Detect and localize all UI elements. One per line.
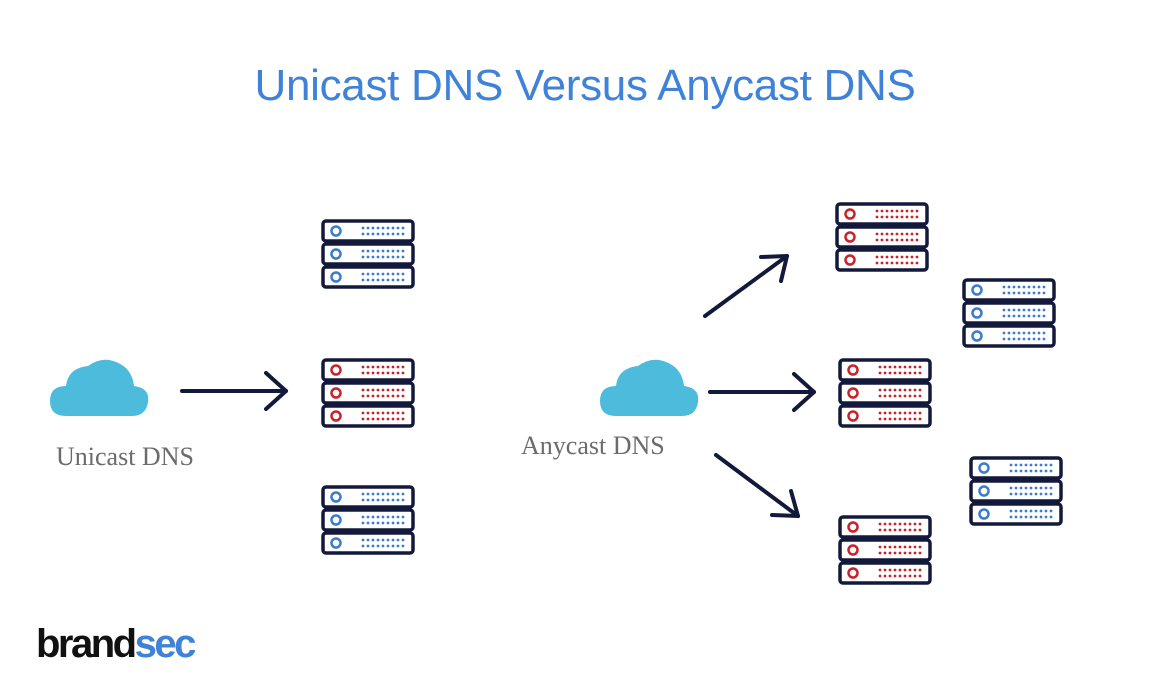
unicast-cloud-icon [50, 359, 149, 416]
brand-logo-part2: sec [134, 622, 197, 666]
anycast-arrow-right-icon [708, 372, 816, 412]
anycast-cloud-icon [600, 359, 699, 416]
page-title: Unicast DNS Versus Anycast DNS [254, 61, 916, 110]
unicast-arrow-icon [180, 371, 288, 411]
anycast-arrow-down-icon [714, 453, 800, 518]
brand-logo: brandsec [36, 620, 197, 668]
unicast-label: Unicast DNS [56, 442, 194, 471]
anycast-server-bottom-icon [838, 515, 932, 587]
anycast-server-bottom-far-icon [969, 456, 1063, 528]
unicast-server-bottom-icon [321, 485, 415, 557]
anycast-label: Anycast DNS [521, 431, 665, 460]
anycast-server-middle-icon [838, 358, 932, 430]
unicast-server-top-icon [321, 219, 415, 291]
anycast-server-top-far-icon [962, 278, 1056, 350]
anycast-arrow-up-icon [703, 254, 789, 318]
anycast-server-top-icon [835, 202, 929, 274]
unicast-server-middle-icon [321, 358, 415, 430]
brand-logo-part1: brand [36, 622, 137, 666]
